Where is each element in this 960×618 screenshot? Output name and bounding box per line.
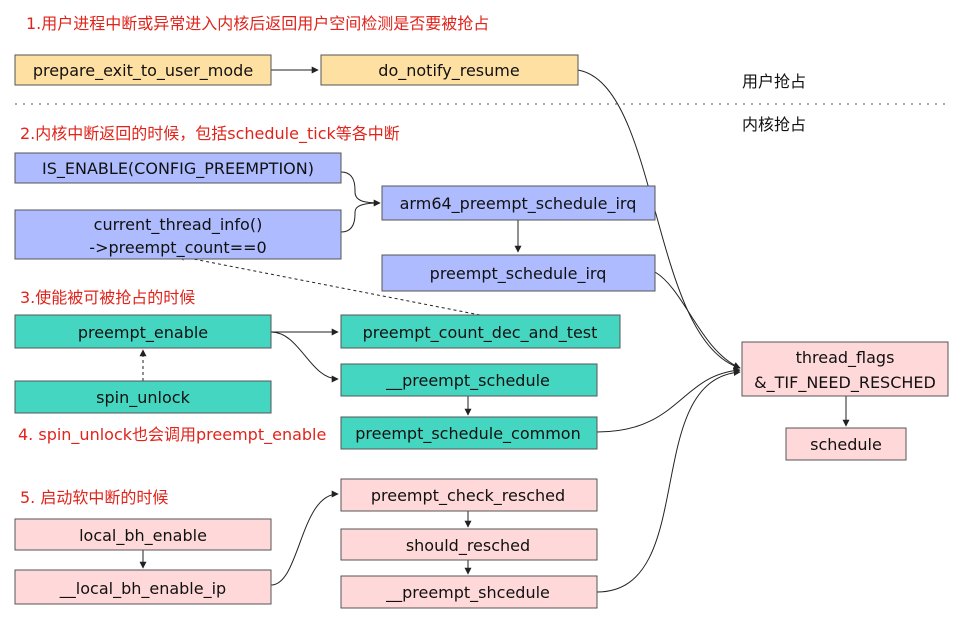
node-preempt-schedule-common: preempt_schedule_common (340, 416, 598, 450)
svg-text:current_thread_info(): current_thread_info() (94, 215, 263, 235)
svg-text:thread_flags: thread_flags (796, 348, 895, 368)
kernel-preemption-label: 内核抢占 (742, 115, 806, 134)
svg-text:should_resched: should_resched (406, 536, 530, 556)
node-prepare-exit-to-user-mode: prepare_exit_to_user_mode (14, 54, 272, 86)
svg-text:do_notify_resume: do_notify_resume (378, 61, 519, 81)
edge-isenable-bracket (340, 171, 381, 207)
node-local-bh-enable: local_bh_enable (14, 518, 272, 551)
section-2-title: 2.内核中断返回的时候，包括schedule_tick等各中断 (20, 124, 400, 144)
svg-text:&_TIF_NEED_RESCHED: &_TIF_NEED_RESCHED (754, 373, 936, 393)
svg-text:__local_bh_enable_ip: __local_bh_enable_ip (59, 579, 226, 599)
node-should-resched: should_resched (340, 528, 598, 561)
edge-cti-bracket (340, 202, 381, 233)
edge-irq-to-flags (654, 271, 741, 369)
svg-text:->preempt_count==0: ->preempt_count==0 (89, 238, 266, 258)
node-preempt-check-resched: preempt_check_resched (340, 478, 598, 512)
node-do-notify-resume: do_notify_resume (320, 54, 579, 86)
svg-text:arm64_preempt_schedule_irq: arm64_preempt_schedule_irq (400, 194, 637, 214)
node-schedule: schedule (785, 427, 907, 461)
node-preempt-shcedule: __preempt_shcedule (340, 575, 598, 609)
section-4-title: 4. spin_unlock也会调用preempt_enable (18, 425, 326, 445)
node-spin-unlock: spin_unlock (14, 380, 272, 414)
node-is-enable-config-preemption: IS_ENABLE(CONFIG_PREEMPTION) (14, 152, 342, 184)
edge-common-to-flags (596, 367, 741, 433)
node-preempt-count-dec-and-test: preempt_count_dec_and_test (340, 314, 621, 349)
svg-text:IS_ENABLE(CONFIG_PREEMPTION): IS_ENABLE(CONFIG_PREEMPTION) (42, 159, 314, 179)
node-arm64-preempt-schedule-irq: arm64_preempt_schedule_irq (381, 185, 656, 221)
svg-text:preempt_schedule_common: preempt_schedule_common (355, 424, 580, 444)
svg-text:spin_unlock: spin_unlock (96, 388, 190, 408)
section-5-title: 5. 启动软中断的时候 (20, 488, 168, 507)
node-preempt-enable: preempt_enable (14, 314, 272, 349)
section-1-title: 1.用户进程中断或异常进入内核后返回用户空间检测是否要被抢占 (26, 14, 489, 33)
edge-shcedule-to-flags (596, 369, 741, 593)
edge-ip-to-check (270, 490, 339, 586)
node-current-thread-info: current_thread_info() ->preempt_count==0 (14, 209, 342, 260)
node-thread-flags-need-resched: thread_flags &_TIF_NEED_RESCHED (741, 341, 949, 397)
user-preemption-label: 用户抢占 (742, 72, 806, 91)
section-3-title: 3.使能被可被抢占的时候 (20, 288, 195, 307)
svg-text:local_bh_enable: local_bh_enable (79, 526, 207, 546)
edge-enable-to-sched (270, 331, 339, 383)
svg-text:schedule: schedule (810, 435, 882, 454)
svg-text:__preempt_schedule: __preempt_schedule (385, 371, 550, 391)
edges (139, 66, 850, 593)
svg-text:preempt_count_dec_and_test: preempt_count_dec_and_test (363, 323, 598, 343)
svg-text:__preempt_shcedule: __preempt_shcedule (385, 583, 550, 603)
node-preempt-schedule: __preempt_schedule (340, 363, 598, 397)
svg-text:prepare_exit_to_user_mode: prepare_exit_to_user_mode (33, 61, 253, 81)
svg-text:preempt_check_resched: preempt_check_resched (371, 486, 565, 506)
svg-text:preempt_schedule_irq: preempt_schedule_irq (430, 264, 607, 284)
edge-notify-to-flags (577, 69, 741, 370)
node-preempt-schedule-irq: preempt_schedule_irq (381, 254, 656, 292)
node-local-bh-enable-ip: __local_bh_enable_ip (14, 569, 272, 605)
svg-text:preempt_enable: preempt_enable (78, 323, 208, 343)
